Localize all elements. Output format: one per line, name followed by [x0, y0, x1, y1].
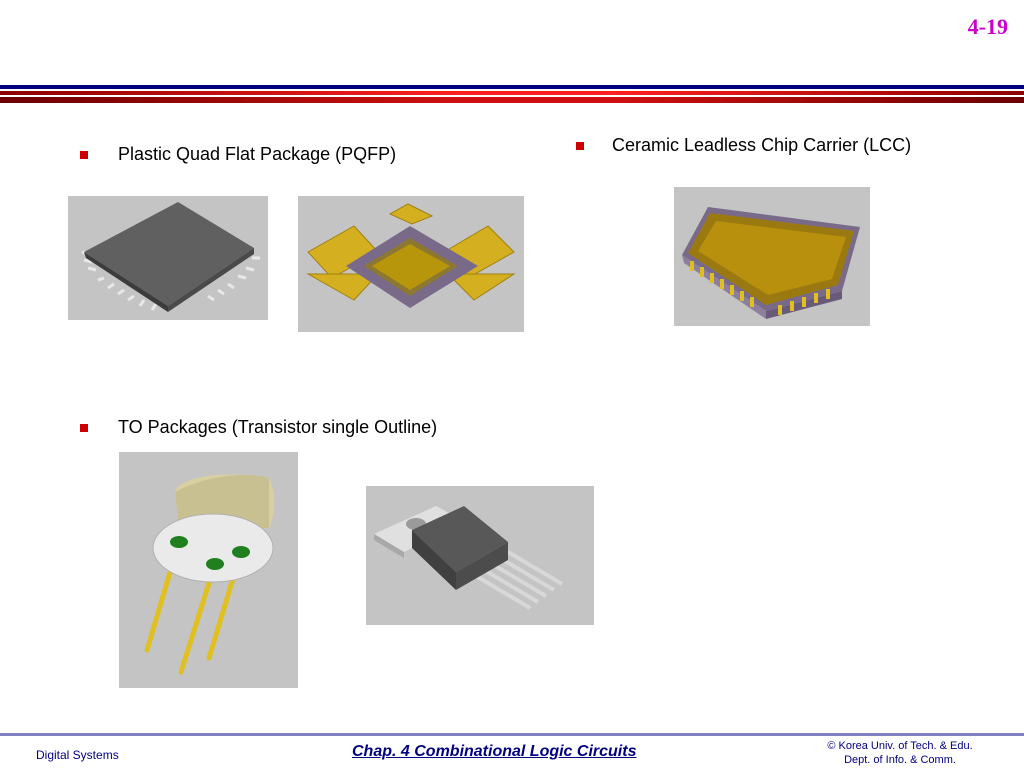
footer-rule: [0, 733, 1024, 736]
header-rule-top: [0, 85, 1024, 89]
bullet-marker: [576, 142, 584, 150]
pqfp-chip-icon: [68, 196, 268, 320]
to220-package-icon: [366, 486, 594, 625]
bullet-pqfp: Plastic Quad Flat Package (PQFP): [118, 144, 397, 164]
bullet-marker: [80, 424, 88, 432]
footer-chapter-title: Chap. 4 Combinational Logic Circuits: [352, 743, 637, 760]
header-rule-bottom: [0, 97, 1024, 103]
bullet-to: TO Packages (Transistor single Outline): [118, 417, 438, 437]
slide-number: 4-19: [967, 14, 1008, 39]
pqfp-die-exploded-icon: [298, 196, 524, 332]
footer-course-title: Digital Systems: [36, 748, 119, 762]
footer-copyright-line1: © Korea Univ. of Tech. & Edu.: [827, 740, 973, 752]
to-can-package-icon: [119, 452, 298, 688]
footer-copyright-line2: Dept. of Info. & Comm.: [844, 754, 956, 766]
header-rule-middle: [0, 91, 1024, 95]
bullet-marker: [80, 151, 88, 159]
lcc-chip-icon: [674, 187, 870, 326]
bullet-lcc: Ceramic Leadless Chip Carrier (LCC): [612, 135, 912, 155]
footer-copyright: © Korea Univ. of Tech. & Edu. Dept. of I…: [800, 739, 1000, 767]
